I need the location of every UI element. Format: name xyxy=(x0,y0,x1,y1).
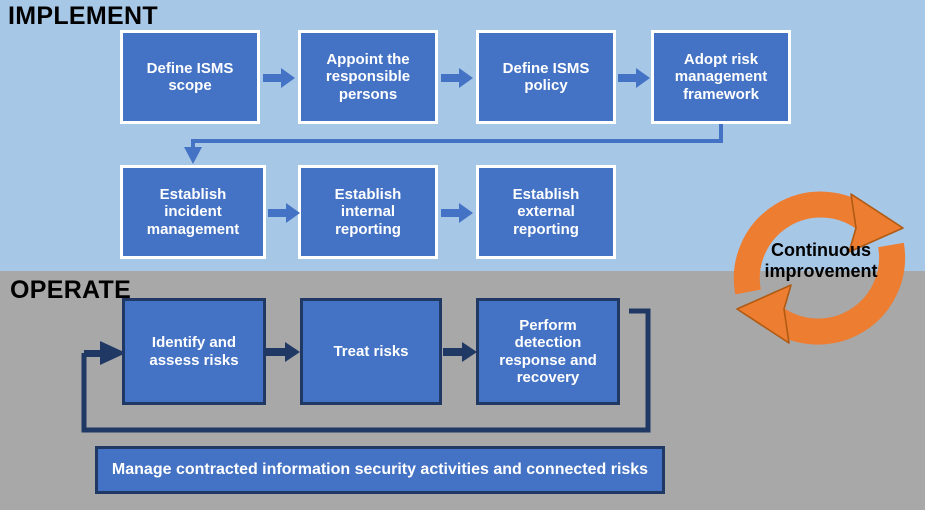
node-label: Identify and assess risks xyxy=(149,334,239,369)
arrow-incident-to-internal xyxy=(268,203,300,223)
node-treat-risks[interactable]: Treat risks xyxy=(300,298,442,405)
node-label: Define ISMS scope xyxy=(146,59,234,94)
node-label: Treat risks xyxy=(333,342,409,360)
node-label: Manage contracted information security a… xyxy=(111,461,649,478)
implement-band-title: IMPLEMENT xyxy=(8,2,158,30)
node-label: Establish external reporting xyxy=(512,185,580,238)
node-establish-incident-management[interactable]: Establish incident management xyxy=(120,165,266,259)
arrow-treat-to-perform xyxy=(443,342,477,362)
node-establish-internal-reporting[interactable]: Establish internal reporting xyxy=(298,165,438,259)
node-define-isms-scope[interactable]: Define ISMS scope xyxy=(120,30,260,124)
arrow-internal-to-external xyxy=(441,203,473,223)
node-label: Perform detection response and recovery xyxy=(499,316,597,386)
node-perform-detection-response-recovery[interactable]: Perform detection response and recovery xyxy=(476,298,620,405)
node-label: Appoint the responsible persons xyxy=(325,50,411,103)
node-identify-and-assess-risks[interactable]: Identify and assess risks xyxy=(122,298,266,405)
node-label: Establish internal reporting xyxy=(334,185,402,238)
arrow-scope-to-appoint xyxy=(263,68,295,88)
arrow-appoint-to-policy xyxy=(441,68,473,88)
arrow-identify-to-treat xyxy=(266,342,300,362)
node-manage-contracted-risks[interactable]: Manage contracted information security a… xyxy=(95,446,665,494)
node-label: Adopt risk management framework xyxy=(674,50,768,103)
cycle-label: Continuous improvement xyxy=(764,240,878,282)
operate-band-title: OPERATE xyxy=(10,276,132,304)
node-label: Define ISMS policy xyxy=(502,59,590,94)
node-label: Establish incident management xyxy=(146,185,240,238)
node-appoint-responsible-persons[interactable]: Appoint the responsible persons xyxy=(298,30,438,124)
node-define-isms-policy[interactable]: Define ISMS policy xyxy=(476,30,616,124)
arrow-policy-to-adopt xyxy=(618,68,650,88)
node-adopt-risk-management-framework[interactable]: Adopt risk management framework xyxy=(651,30,791,124)
node-establish-external-reporting[interactable]: Establish external reporting xyxy=(476,165,616,259)
